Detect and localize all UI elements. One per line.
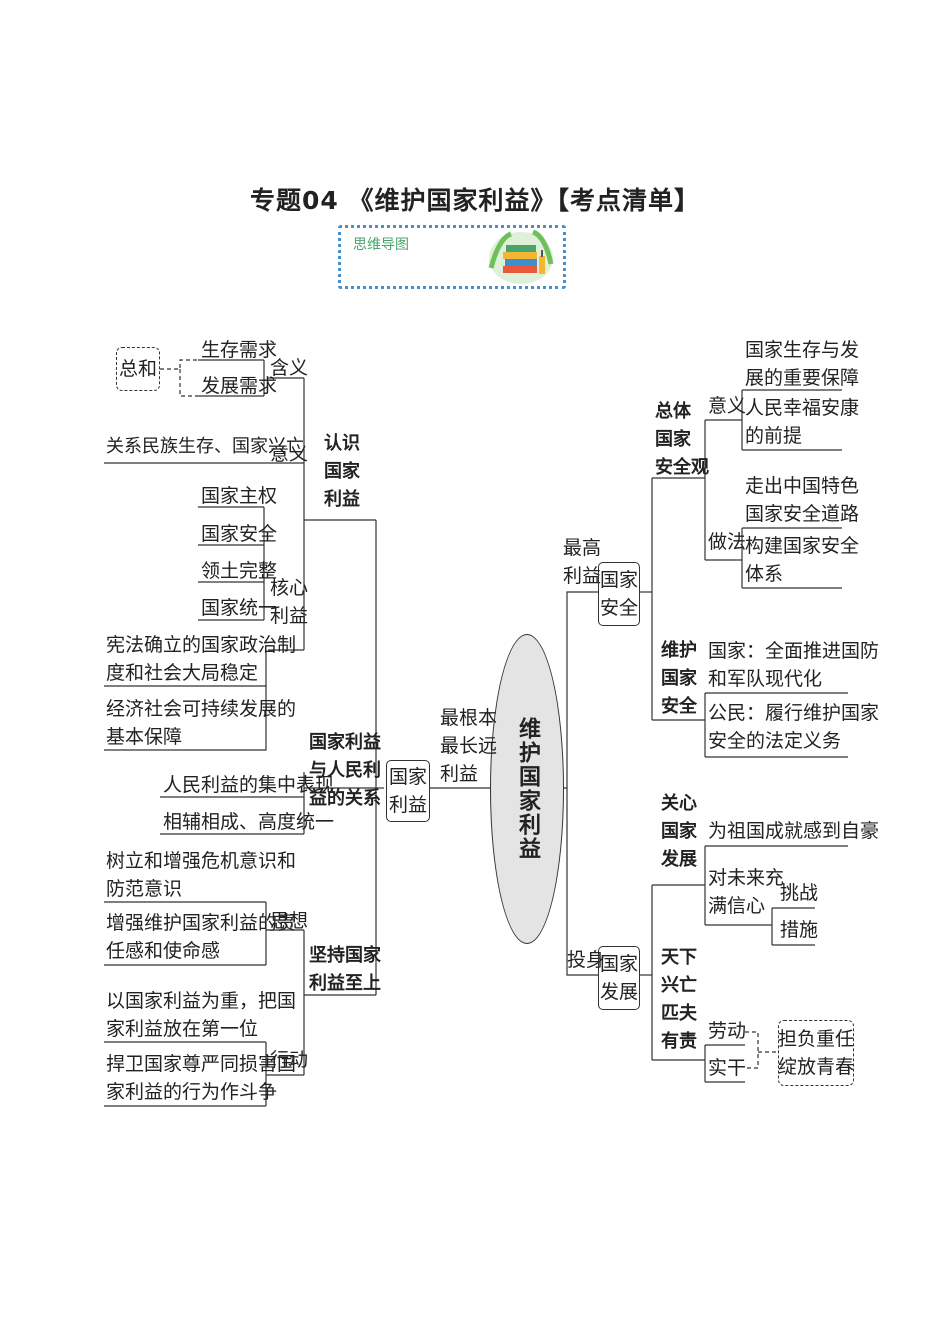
guanxi-node: 国家利益 与人民利 益的关系 [309,732,381,809]
weihu-item-1: 国家：全面推进国防 和军队现代化 [708,640,880,690]
yiyi-item: 关系民族生存、国家兴亡 [106,436,304,457]
books-plant-icon [488,229,554,284]
root-node: 国家 利益 [386,760,430,822]
sixiang-item-1: 树立和增强危机意识和 防范意识 [106,850,297,900]
mindmap-badge: 思维导图 [338,225,566,289]
tianxia-node: 天下 兴亡 匹夫 有责 [661,947,697,1052]
zongti-yiyi-item-1: 国家生存与发 展的重要保障 [745,339,860,389]
center-node: 维护国家利益 [490,634,564,944]
zongti-yiyi-item-2: 人民幸福安康 的前提 [745,397,860,447]
hanyi-item-1: 生存需求 [201,339,278,361]
tianxia-item-2: 实干 [708,1057,747,1079]
zongti-zuofa-label: 做法 [708,531,747,553]
weihu-item-2: 公民：履行维护国家 安全的法定义务 [708,702,880,752]
guanxin-sub-1: 挑战 [780,882,819,904]
extra-item-2: 经济社会可持续发展的 基本保障 [106,698,297,748]
guanxi-item-1: 人民利益的集中表现 [163,774,335,796]
tianxia-result-box: 担负重任 绽放青春 [778,1020,854,1086]
badge-label: 思维导图 [353,237,409,253]
fazhan-node: 国家 发展 [598,946,640,1010]
center-label: 维护国家利益 [515,717,540,861]
zongti-zuofa-item-1: 走出中国特色 国家安全道路 [745,475,860,525]
hexin-item-3: 领土完整 [201,560,278,582]
root-link-label: 最根本 最长远 利益 [440,707,498,785]
guanxin-sub-2: 措施 [780,919,819,941]
page-title: 专题04 《维护国家利益》【考点清单】 [250,186,700,215]
guanxin-item-2: 对未来充 满信心 [708,867,785,917]
anquan-node: 国家 安全 [598,562,640,626]
tianxia-item-1: 劳动 [708,1020,747,1042]
xingdong-item-2: 捍卫国家尊严同损害国 家利益的行为作斗争 [106,1053,297,1103]
hanyi-sum-box: 总和 [116,347,160,391]
hexin-item-1: 国家主权 [201,485,278,507]
guanxin-item-1: 为祖国成就感到自豪 [708,820,880,842]
guanxi-item-2: 相辅相成、高度统一 [163,811,335,833]
zongti-yiyi-label: 意义 [708,395,747,417]
xingdong-item-1: 以国家利益为重，把国 家利益放在第一位 [106,990,297,1040]
extra-item-1: 宪法确立的国家政治制 度和社会大局稳定 [106,634,297,684]
fazhan-link-label: 投身 [567,949,606,971]
jianchi-node: 坚持国家 利益至上 [309,945,381,994]
hanyi-label: 含义 [270,357,309,379]
hexin-item-2: 国家安全 [201,523,278,545]
zongti-zuofa-item-2: 构建国家安全 体系 [745,535,860,585]
anquan-link-label: 最高 利益 [563,537,602,587]
renshi-node: 认识 国家 利益 [324,433,360,510]
guanxin-node: 关心 国家 发展 [661,793,697,870]
hanyi-item-2: 发展需求 [201,375,278,397]
xingdong-label: 行动 [270,1049,309,1071]
zongti-node: 总体 国家 安全观 [655,401,709,478]
hexin-item-4: 国家统一 [201,597,278,619]
weihu-node: 维护 国家 安全 [661,640,697,717]
sixiang-item-2: 增强维护国家利益的责 任感和使命感 [106,912,297,962]
hexin-label: 核心 利益 [270,577,309,627]
sixiang-label: 思想 [270,910,309,932]
yiyi-label: 意义 [270,443,309,465]
